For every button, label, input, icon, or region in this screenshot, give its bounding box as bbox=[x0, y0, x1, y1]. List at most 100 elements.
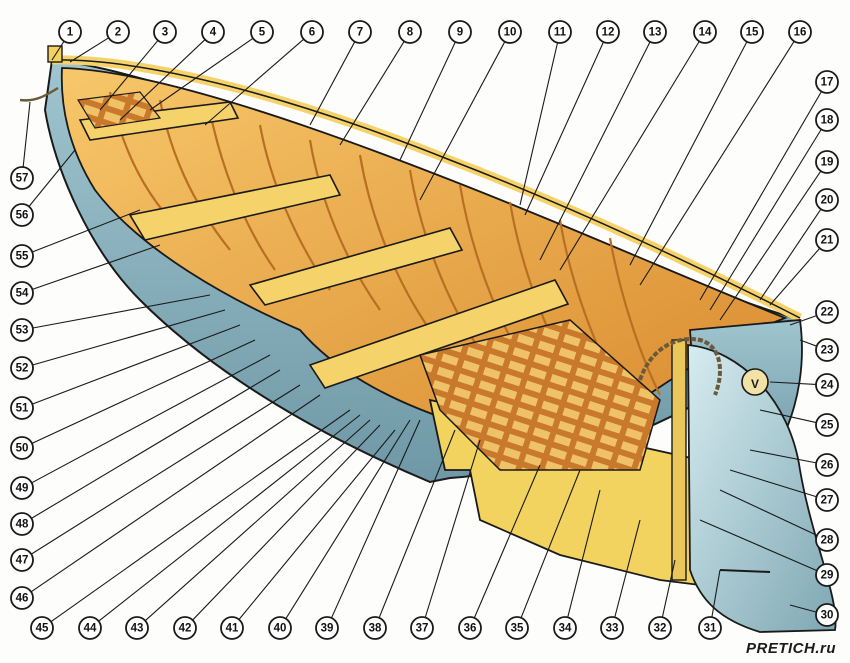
callout-circle bbox=[596, 20, 620, 44]
callout-number: 15 bbox=[746, 27, 759, 39]
leader-line bbox=[32, 209, 141, 253]
callout-14: 14 bbox=[559, 20, 717, 271]
callout-circle bbox=[315, 616, 339, 640]
callout-46: 46 bbox=[10, 394, 321, 610]
leader-line bbox=[51, 40, 65, 61]
callout-circle bbox=[10, 436, 34, 460]
callout-26: 26 bbox=[749, 449, 839, 477]
callout-circle bbox=[815, 413, 839, 437]
callout-49: 49 bbox=[10, 354, 271, 500]
callout-circle bbox=[348, 20, 372, 44]
callout-43: 43 bbox=[125, 419, 371, 640]
callout-27: 27 bbox=[729, 469, 839, 512]
leader-line bbox=[50, 409, 351, 623]
svg-text:V: V bbox=[751, 377, 759, 391]
callout-circle bbox=[410, 616, 434, 640]
leader-line bbox=[789, 604, 817, 613]
callout-circle bbox=[505, 616, 529, 640]
callout-circle bbox=[548, 20, 572, 44]
leader-line bbox=[31, 354, 271, 484]
callout-circle bbox=[815, 453, 839, 477]
callout-number: 51 bbox=[16, 403, 29, 415]
callout-circle bbox=[600, 616, 624, 640]
callout-number: 4 bbox=[210, 27, 217, 39]
callout-circle bbox=[201, 20, 225, 44]
callout-circle bbox=[740, 20, 764, 44]
leader-line bbox=[629, 41, 748, 266]
callout-13: 13 bbox=[539, 20, 667, 261]
leader-line bbox=[699, 91, 822, 301]
leader-line bbox=[99, 40, 159, 111]
callout-circle bbox=[815, 188, 839, 212]
callout-40: 40 bbox=[268, 419, 411, 640]
callout-28: 28 bbox=[719, 489, 839, 552]
callout-number: 44 bbox=[84, 623, 97, 635]
callout-circle bbox=[153, 20, 177, 44]
callout-number: 46 bbox=[16, 593, 29, 605]
callout-number: 37 bbox=[416, 623, 429, 635]
leader-line bbox=[661, 559, 676, 618]
callout-2: 2 bbox=[69, 20, 130, 63]
callout-number: 38 bbox=[369, 623, 382, 635]
callout-circle bbox=[10, 166, 34, 190]
callout-number: 14 bbox=[699, 27, 712, 39]
callout-number: 7 bbox=[357, 27, 363, 39]
callout-circle bbox=[815, 373, 839, 397]
callout-number: 13 bbox=[649, 27, 662, 39]
leader-line bbox=[285, 419, 411, 619]
leader-line bbox=[30, 394, 321, 593]
callout-number: 54 bbox=[16, 288, 29, 300]
callout-42: 42 bbox=[173, 424, 381, 640]
callout-56: 56 bbox=[10, 149, 76, 227]
callout-33: 33 bbox=[600, 519, 641, 640]
callout-31: 31 bbox=[698, 569, 722, 640]
callout-number: 29 bbox=[821, 570, 834, 582]
callout-circle bbox=[815, 488, 839, 512]
leader-line bbox=[98, 414, 361, 622]
callout-number: 30 bbox=[821, 610, 834, 622]
callout-number: 5 bbox=[259, 27, 266, 39]
leader-line bbox=[419, 41, 506, 201]
leader-line bbox=[559, 41, 700, 271]
callout-41: 41 bbox=[220, 429, 396, 640]
leader-line bbox=[192, 424, 381, 621]
callout-44: 44 bbox=[78, 414, 361, 640]
callout-circle bbox=[815, 108, 839, 132]
callout-circle bbox=[78, 616, 102, 640]
leader-line bbox=[539, 41, 651, 261]
callout-number: 43 bbox=[131, 623, 144, 635]
callout-circle bbox=[10, 318, 34, 342]
callout-circle bbox=[698, 616, 722, 640]
callout-circle bbox=[106, 20, 130, 44]
callout-number: 53 bbox=[16, 325, 29, 337]
callout-circle bbox=[10, 586, 34, 610]
leader-line bbox=[119, 39, 206, 121]
callout-number: 1 bbox=[67, 27, 74, 39]
callout-21: 21 bbox=[769, 228, 839, 306]
leader-line bbox=[719, 489, 818, 536]
callout-number: 45 bbox=[36, 623, 49, 635]
tiller-rod bbox=[719, 569, 771, 573]
callout-circle bbox=[815, 70, 839, 94]
callout-number: 48 bbox=[16, 519, 29, 531]
callout-number: 56 bbox=[16, 210, 29, 222]
callout-circle bbox=[125, 616, 149, 640]
callout-number: 10 bbox=[504, 27, 517, 39]
callout-number: 49 bbox=[16, 483, 29, 495]
callout-circle bbox=[448, 20, 472, 44]
leader-line bbox=[32, 244, 161, 290]
callout-number: 12 bbox=[602, 27, 615, 39]
leader-line bbox=[759, 409, 817, 424]
rudder-hole bbox=[741, 368, 769, 396]
callout-circle bbox=[815, 228, 839, 252]
callout-16: 16 bbox=[639, 20, 812, 286]
leader-line bbox=[424, 439, 481, 618]
leader-line bbox=[729, 469, 817, 498]
callout-10: 10 bbox=[419, 20, 522, 201]
callout-number: 26 bbox=[821, 460, 834, 472]
callout-number: 11 bbox=[554, 27, 567, 39]
callout-number: 3 bbox=[162, 27, 168, 39]
leader-line bbox=[769, 381, 817, 385]
